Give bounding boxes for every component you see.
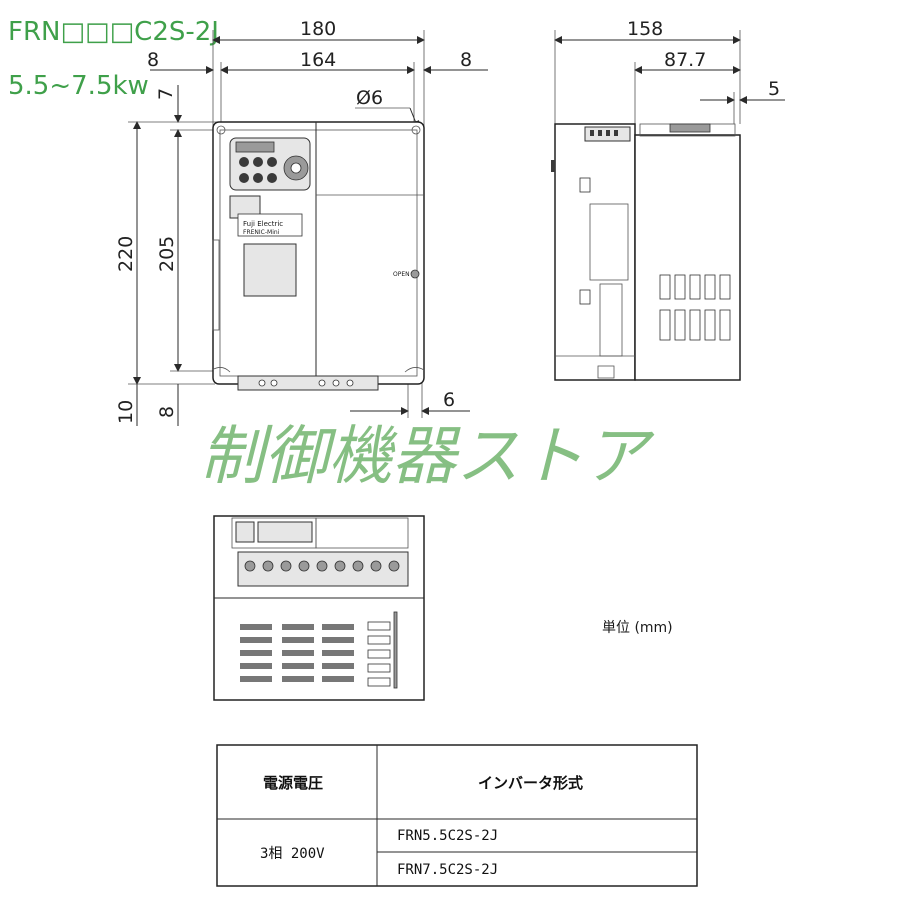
front-view: Fuji Electric FRENIC-Mini OPEN: [211, 121, 425, 391]
dim-depth-total: 158: [627, 18, 663, 40]
table-cell-model: FRN7.5C2S-2J: [397, 862, 498, 878]
table-header-voltage: 電源電圧: [263, 774, 323, 792]
dim-margin-right: 8: [460, 49, 472, 71]
dim-height-inner: 205: [156, 236, 178, 272]
bottom-vents: [240, 611, 398, 689]
dim-hole-offset: 7: [155, 88, 177, 100]
dim-width-total: 180: [300, 18, 336, 40]
model-table: 電源電圧 インバータ形式 3相 200V FRN5.5C2S-2J FRN7.5…: [216, 744, 698, 887]
front-dimensions: 180 164 8 8 7 Ø6 220 205 10 8: [115, 18, 488, 426]
table-cell-model: FRN5.5C2S-2J: [397, 828, 498, 844]
side-vents: [659, 274, 731, 341]
series-label: FRENIC-Mini: [243, 229, 280, 236]
side-view: [551, 123, 741, 381]
dim-hole-dia: Ø6: [356, 87, 383, 109]
terminal-block: [237, 551, 409, 587]
dim-bottom-a: 10: [115, 400, 137, 424]
model-title: FRN□□□C2S-2J: [8, 17, 219, 47]
table-cell-voltage: 3相 200V: [260, 846, 325, 862]
dim-height-total: 220: [115, 236, 137, 272]
open-label: OPEN: [393, 271, 410, 278]
mount-hole-icon: [216, 125, 226, 135]
dim-margin-left: 8: [147, 49, 159, 71]
brand-label: Fuji Electric: [243, 220, 283, 228]
table-header-model: インバータ形式: [478, 774, 583, 792]
power-range: 5.5~7.5kw: [8, 71, 149, 101]
dim-bottom-hole: 6: [443, 389, 455, 411]
dim-offset: 5: [768, 78, 780, 100]
watermark: 制御機器ストア: [200, 420, 655, 494]
latch-icon: [410, 269, 420, 279]
bottom-view: [213, 515, 425, 701]
unit-label: 単位 (mm): [602, 620, 673, 636]
side-dimensions: 158 87.7 5: [554, 18, 785, 124]
dim-width-inner: 164: [300, 49, 336, 71]
mount-hole-icon: [411, 125, 421, 135]
dim-depth-part: 87.7: [664, 49, 706, 71]
dim-bottom-b: 8: [156, 406, 178, 418]
